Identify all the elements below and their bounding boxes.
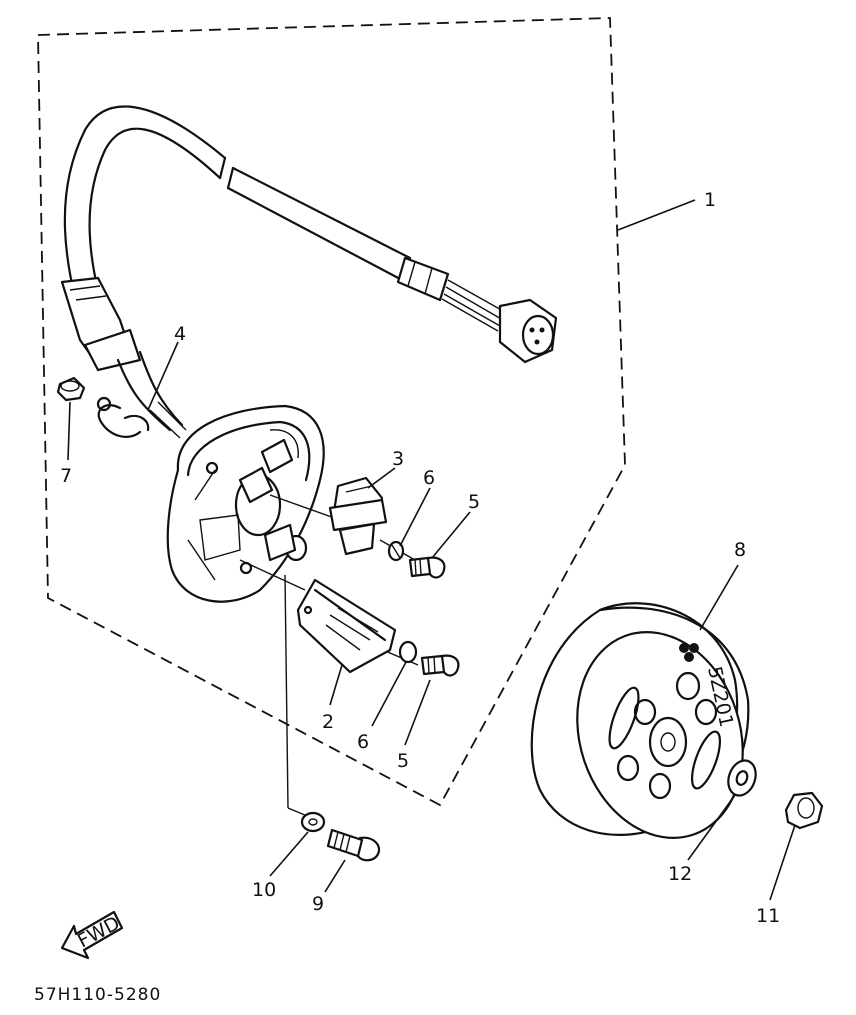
leader-1 (617, 199, 696, 231)
callout-8: 8 (734, 539, 746, 561)
leader-3 (367, 467, 396, 489)
axis-line (269, 494, 341, 521)
diagram-part-number: 57H110-5280 (34, 985, 161, 1005)
leader-7 (67, 401, 71, 461)
fwd-arrow-icon: FWD (60, 910, 124, 960)
axis-line (239, 559, 306, 591)
stator-plate (166, 404, 325, 603)
screw-5-upper (408, 556, 446, 579)
fwd-label: FWD (74, 912, 123, 952)
source-coil (296, 578, 397, 674)
pickup-coil (328, 476, 388, 556)
assembly-boundary (37, 17, 626, 807)
leader-9 (324, 859, 346, 893)
leader-5a (431, 511, 471, 559)
leader-11 (769, 824, 796, 901)
callout-11: 11 (756, 905, 780, 927)
leader-8 (699, 564, 739, 631)
lock-washer-upper (387, 540, 405, 562)
wire-clamp (96, 396, 150, 438)
axis-line (284, 574, 289, 809)
lock-washer-lower (398, 640, 418, 664)
bolt-9 (326, 828, 381, 862)
leader-6b (371, 661, 407, 727)
callout-4: 4 (174, 323, 186, 345)
washer-12 (727, 759, 757, 797)
callout-5-upper: 5 (468, 491, 480, 513)
screw-5-lower (420, 654, 460, 677)
leader-5b (404, 679, 431, 746)
callout-5-lower: 5 (397, 750, 409, 772)
leader-12 (687, 794, 736, 861)
callout-3: 3 (392, 448, 404, 470)
callout-10: 10 (252, 879, 276, 901)
callout-2: 2 (322, 711, 334, 733)
nut-11 (784, 791, 824, 830)
callout-9: 9 (312, 893, 324, 915)
callout-6-lower: 6 (357, 731, 369, 753)
callout-6-upper: 6 (423, 467, 435, 489)
leader-6a (399, 487, 431, 547)
screw-7 (56, 376, 86, 402)
callout-1: 1 (704, 189, 716, 211)
maker-logo-icon (679, 643, 699, 662)
leader-2 (329, 664, 343, 706)
flywheel-rotor: 5Z201 (530, 602, 750, 839)
wire-harness (60, 105, 558, 439)
callout-7: 7 (60, 465, 72, 487)
callout-12: 12 (668, 863, 692, 885)
coupler-connector (498, 298, 558, 364)
washer-10 (300, 811, 326, 833)
leader-10 (269, 831, 309, 877)
leader-4 (147, 341, 179, 411)
